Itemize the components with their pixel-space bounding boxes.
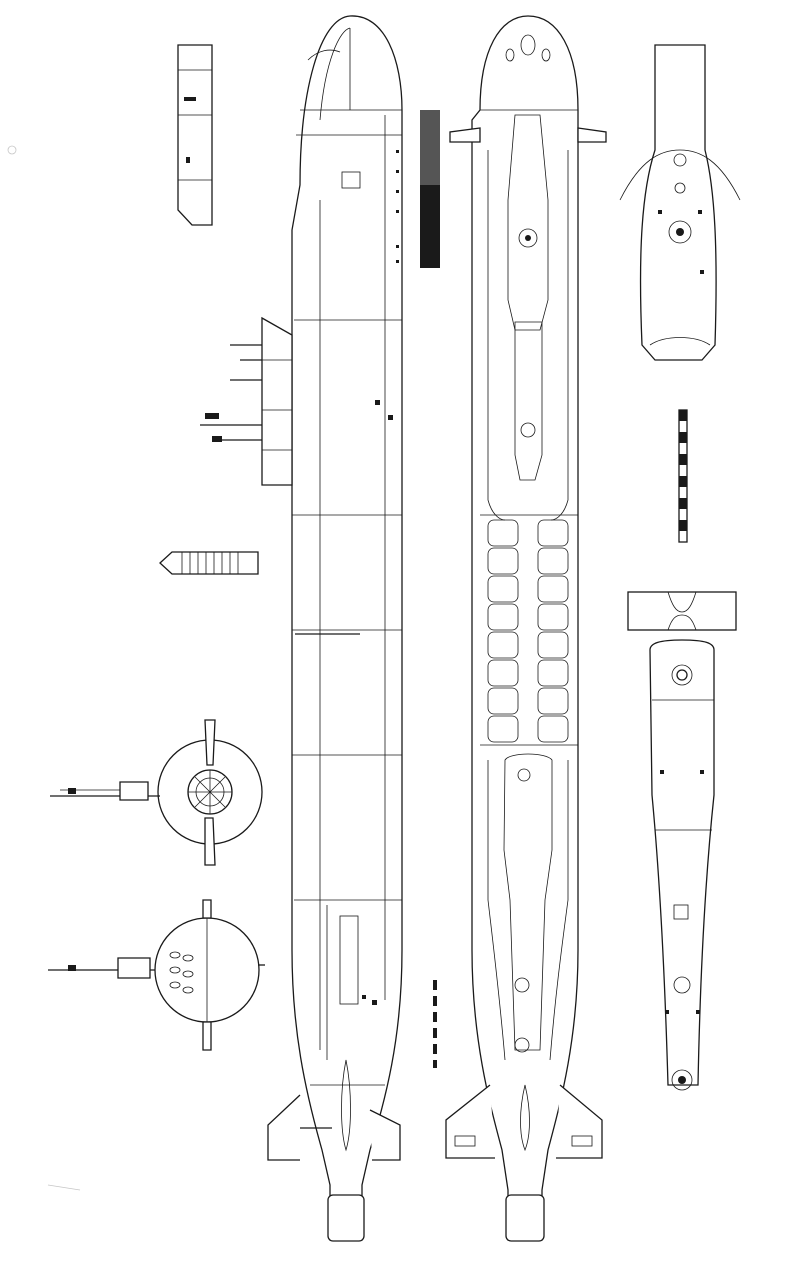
- missile-profile: [159, 551, 259, 575]
- bow-detail-plan: [619, 44, 741, 361]
- stern-end-view: [50, 719, 263, 866]
- top-deck-plan-view: [445, 15, 607, 1242]
- stern-detail-plan: [627, 591, 737, 1091]
- scale-bar-shaded: [420, 110, 440, 268]
- bow-section-profile: [177, 44, 213, 226]
- side-profile-view: [267, 15, 403, 1242]
- bow-end-view: [48, 899, 265, 1051]
- scale-bar-bottom: [433, 980, 437, 1068]
- sail-profile-view: [200, 316, 293, 486]
- scale-bar-right: [678, 409, 688, 543]
- missile-tube-grid: [487, 519, 569, 743]
- paper-smudge: [7, 145, 81, 1191]
